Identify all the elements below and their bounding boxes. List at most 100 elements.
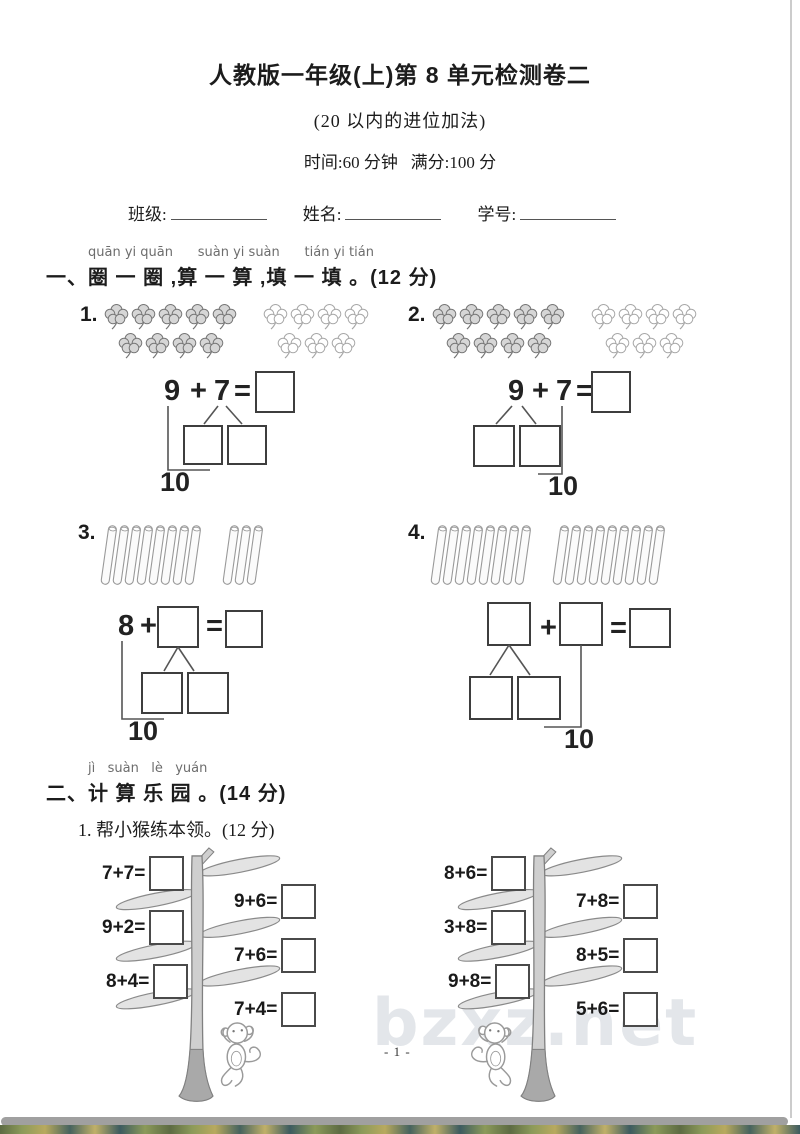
flower-icon [118,333,142,359]
flower-icon [459,304,483,330]
stick-icon [548,523,572,591]
stick-icon [144,523,168,591]
problem-3-sticks [100,523,263,591]
stick-icon [168,523,192,591]
equation-item: 5+6= [576,992,659,1027]
flower-icon [632,333,656,359]
page-subtitle: (20 以内的进位加法) [313,111,487,131]
problem-2-number: 2. [408,303,426,326]
equation-item: 7+6= [234,938,317,973]
equation-item: 8+4= [106,964,189,999]
stick-icon [596,523,620,591]
monkey-icon [460,1018,524,1092]
flower-icon [131,304,155,330]
answer-box [149,910,185,945]
answer-box [281,992,317,1027]
section1-heading: 一、圈 一 圈 ,算 一 算 ,填 一 填 。(12 分) [46,267,438,289]
svg-text:7: 7 [556,375,572,407]
flower-icon [540,304,564,330]
flower-icon [212,304,236,330]
stick-icon [450,523,474,591]
problem-2: 2. [408,302,748,498]
stick-icon [584,523,608,591]
flower-icon [104,304,128,330]
flower-icon [145,333,169,359]
student-info-row: 班级: 姓名: 学号: [128,200,800,225]
class-blank-line [170,206,267,220]
equation-item: 7+4= [234,992,317,1027]
student-no-label: 学号: [477,205,517,224]
answer-box [491,856,527,891]
stick-icon [510,523,534,591]
stick-icon [620,523,644,591]
problem-2-flowers [431,302,698,360]
svg-text:9: 9 [508,375,524,407]
horizontal-scrollbar[interactable] [1,1117,788,1126]
flower-icon [446,333,470,359]
answer-box [623,938,659,973]
decomposition-diagram-2: 9 + 7 = 10 [473,371,631,498]
svg-text:10: 10 [160,467,190,494]
stick-icon [156,523,180,591]
monkey-icon [208,1018,272,1092]
equation-item: 7+7= [102,856,185,891]
answer-box [623,992,659,1027]
section2-subheading: 1. 帮小猴练本领。(12 分) [78,820,275,840]
name-field: 姓名: [303,200,442,225]
tree-2: 8+6= 7+8= 3+8= 8+5= 9+8= 5+6= [430,846,680,1102]
answer-box [281,884,317,919]
answer-box [281,938,317,973]
stick-icon [180,523,204,591]
equation-item: 3+8= [444,910,527,945]
flower-icon [290,304,314,330]
stick-icon [242,523,266,591]
problem-1-flowers [103,302,370,360]
stick-icon [462,523,486,591]
answer-box [153,964,189,999]
student-no-blank-line [520,206,617,220]
flower-icon [158,304,182,330]
stick-icon [230,523,254,591]
flower-icon [645,304,669,330]
answer-box [491,910,527,945]
stick-icon [474,523,498,591]
answer-box [149,856,185,891]
stick-icon [498,523,522,591]
flower-icon [500,333,524,359]
svg-text:+: + [540,612,557,644]
problem-1-number: 1. [80,303,98,326]
svg-text:10: 10 [564,724,594,751]
flower-icon [527,333,551,359]
flower-group-dark [431,302,566,360]
page-title: 人教版一年级(上)第 8 单元检测卷二 [209,62,591,88]
flower-icon [263,304,287,330]
flower-icon [618,304,642,330]
problem-3-number: 3. [78,521,96,544]
stick-icon [644,523,668,591]
stick-icon [218,523,242,591]
stick-icon [96,523,120,591]
tree-1: 7+7= 9+6= 9+2= 7+6= 8+4= 7+4= [88,846,338,1102]
stick-icon [608,523,632,591]
problem-4-sticks [430,523,665,591]
class-field: 班级: [128,200,267,225]
name-label: 姓名: [302,205,342,224]
answer-box [495,964,531,999]
flower-icon [277,333,301,359]
flower-icon [317,304,341,330]
equation-item: 8+5= [576,938,659,973]
flower-icon [199,333,223,359]
stick-icon [438,523,462,591]
equation-item: 9+6= [234,884,317,919]
student-no-field: 学号: [477,200,617,225]
svg-text:10: 10 [128,716,158,743]
stick-icon [560,523,584,591]
flower-icon [605,333,629,359]
flower-icon [486,304,510,330]
flower-icon [659,333,683,359]
flower-icon [513,304,537,330]
flower-group-light [262,302,370,360]
stick-icon [486,523,510,591]
name-blank-line [345,206,442,220]
decomposition-diagram-3: 8 + = 10 [118,606,263,743]
